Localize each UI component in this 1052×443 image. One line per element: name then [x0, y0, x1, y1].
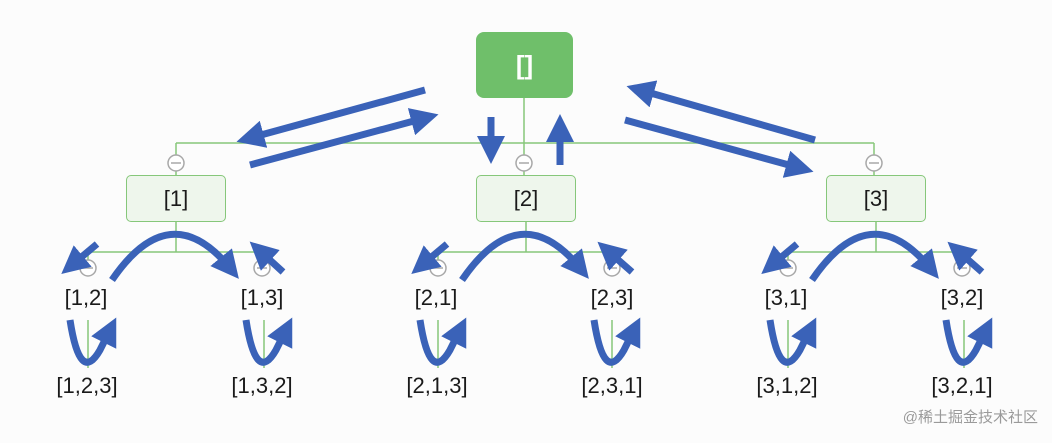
arrow-3-to-root	[626, 80, 816, 144]
collapse-icon[interactable]	[79, 259, 97, 277]
node-level2[interactable]: [3,1]	[764, 285, 808, 310]
node-level3[interactable]: [3,2,1]	[931, 373, 993, 398]
node-level2[interactable]: [1,3]	[240, 285, 284, 310]
node-level3[interactable]: [3,1,2]	[756, 373, 818, 398]
arrow-1-to-root	[249, 108, 439, 169]
traversal-arrows	[61, 80, 993, 366]
node-level1[interactable]: [1]	[126, 175, 226, 222]
collapse-icon[interactable]	[865, 154, 883, 172]
node-level2[interactable]: [1,2]	[64, 285, 108, 310]
collapse-icon[interactable]	[779, 259, 797, 277]
collapse-icon[interactable]	[429, 259, 447, 277]
node-level3[interactable]: [2,3,1]	[581, 373, 643, 398]
arrow-root-to-1	[236, 86, 426, 148]
node-level1[interactable]: [2]	[476, 175, 576, 222]
root-node[interactable]: []	[476, 32, 573, 98]
watermark: @稀土掘金技术社区	[902, 409, 1038, 426]
node-level2[interactable]: [2,1]	[414, 285, 458, 310]
node-level3[interactable]: [1,3,2]	[231, 373, 293, 398]
collapse-icon[interactable]	[167, 154, 185, 172]
node-level1[interactable]: [3]	[826, 175, 926, 222]
arrow-root-to-3	[624, 116, 814, 178]
node-level2[interactable]: [2,3]	[590, 285, 634, 310]
collapse-icon[interactable]	[515, 154, 533, 172]
node-level3[interactable]: [2,1,3]	[406, 373, 468, 398]
node-level3[interactable]: [1,2,3]	[56, 373, 118, 398]
node-level2[interactable]: [3,2]	[940, 285, 984, 310]
